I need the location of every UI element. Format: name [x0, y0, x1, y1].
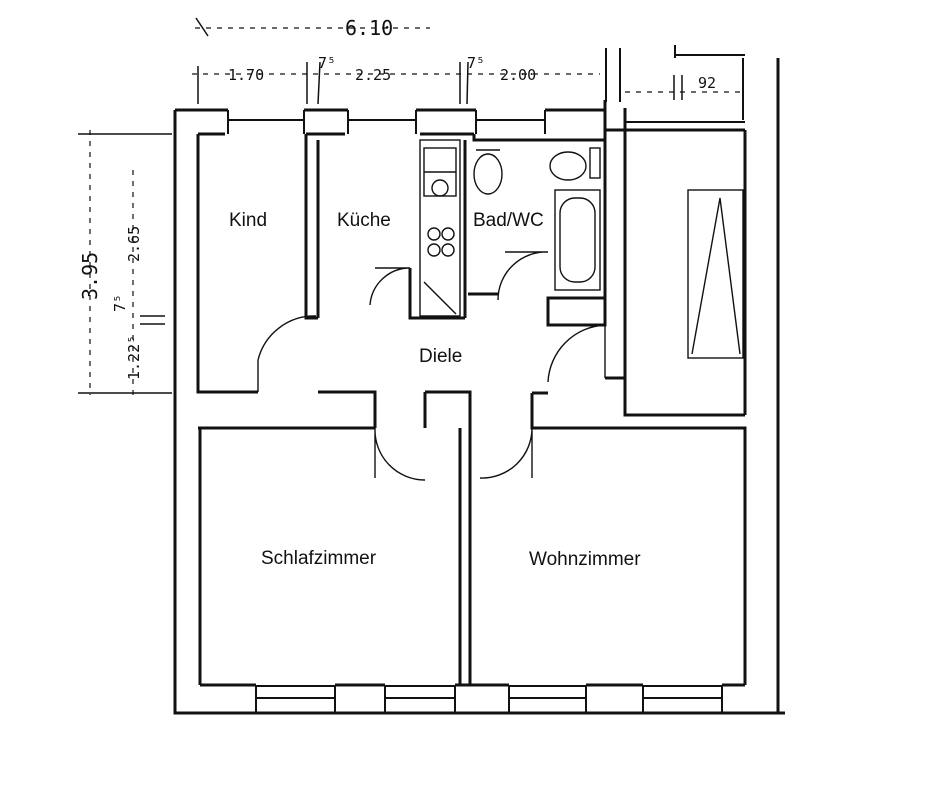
- doors: [257, 251, 606, 481]
- door-wohnzimmer: [479, 427, 533, 479]
- room-label-kueche: Küche: [337, 210, 391, 231]
- bathtub-icon: [554, 189, 601, 291]
- washbasin-icon: [549, 151, 587, 181]
- outer-walls: [173, 58, 785, 715]
- door-schlafen: [374, 427, 426, 481]
- dim-height-lower: 1.22⁵: [125, 335, 143, 380]
- room-labels: Kind Küche Bad/WC Diele Schlafzimmer Woh…: [229, 210, 641, 570]
- door-wohnen-flur: [547, 324, 606, 383]
- door-kind: [257, 315, 317, 392]
- door-bad: [497, 251, 549, 301]
- wardrobe-icon: [687, 189, 744, 359]
- room-label-wohnzimmer: Wohnzimmer: [529, 549, 641, 570]
- kitchen-counter: [419, 139, 461, 317]
- dim-wall2: 7⁵: [467, 54, 485, 72]
- room-label-schlafzimmer: Schlafzimmer: [261, 548, 377, 569]
- room-label-bad: Bad/WC: [473, 210, 544, 231]
- dim-seg2: 2.25: [355, 66, 391, 84]
- burner-icon: [427, 227, 441, 241]
- toilet-icon: [473, 153, 503, 195]
- dim-height-total: 3.95: [78, 252, 102, 300]
- room-label-diele: Diele: [419, 346, 462, 367]
- interior-walls: [196, 100, 747, 687]
- door-kueche: [369, 267, 411, 306]
- room-label-kind: Kind: [229, 210, 267, 231]
- left-dimensions: 3.95 2.65 7⁵ 1.22⁵: [78, 130, 172, 395]
- dim-seg1: 1.70: [228, 66, 264, 84]
- dim-height-upper: 2.65: [125, 226, 143, 262]
- dim-seg3: 2.00: [500, 66, 536, 84]
- top-dimensions: 6.10 1.70 7⁵ 2.25 7⁵ 2.00 92: [192, 16, 745, 120]
- fixtures: [419, 139, 744, 359]
- dim-height-wall: 7⁵: [111, 294, 129, 312]
- dim-wall1: 7⁵: [318, 54, 336, 72]
- dim-small: 92: [698, 74, 716, 92]
- dim-total-width: 6.10: [345, 16, 393, 40]
